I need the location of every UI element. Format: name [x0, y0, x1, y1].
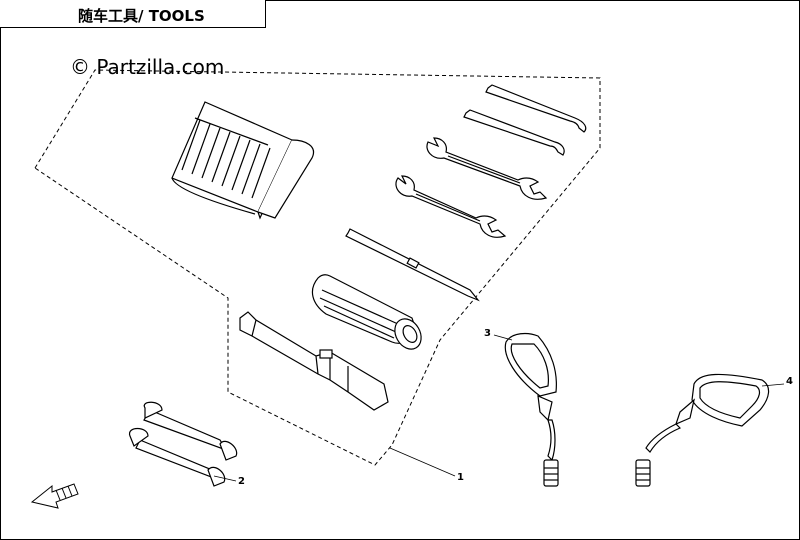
mirror-right: [504, 332, 559, 487]
callout-2: 2: [238, 476, 245, 487]
title-box: 随车工具/ TOOLS: [0, 0, 266, 28]
watermark: © Partzilla.com: [70, 55, 225, 79]
screwdriver-handle: [311, 274, 422, 350]
front-arrow-icon: [30, 483, 79, 509]
page-title: 随车工具/ TOOLS: [78, 7, 205, 25]
open-end-wrench-small: [395, 175, 507, 238]
screwdriver-shaft: [345, 228, 480, 302]
callout-1: 1: [457, 472, 464, 483]
tool-roll: [171, 101, 314, 220]
mirror-left: [635, 373, 770, 487]
hex-key-large: [485, 84, 587, 133]
leader-lines: [213, 334, 785, 482]
hex-key-small: [463, 109, 565, 156]
spark-plug-wrench: [239, 311, 389, 411]
tie-down-straps: [129, 401, 238, 487]
open-end-wrench-large: [426, 137, 548, 200]
callout-3: 3: [484, 328, 491, 339]
callout-4: 4: [786, 376, 793, 387]
kit-boundary: [34, 69, 601, 466]
